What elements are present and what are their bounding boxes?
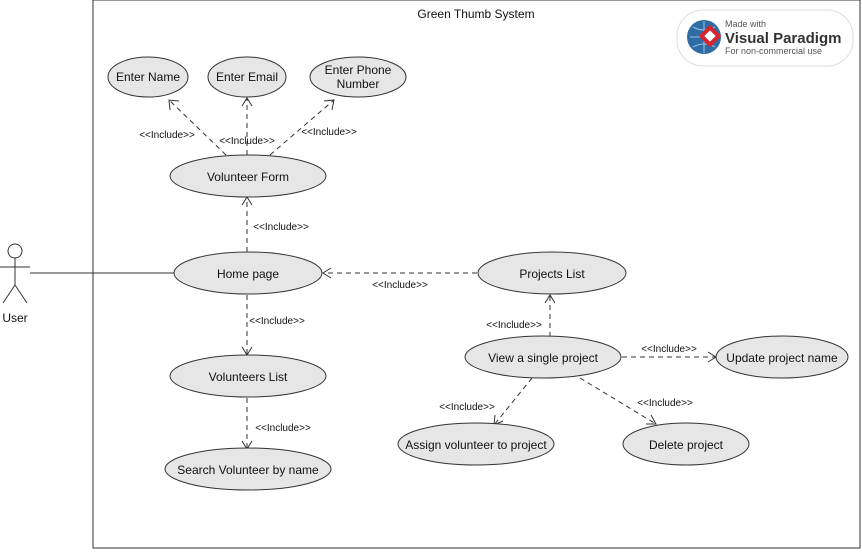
actor-head bbox=[7, 243, 23, 259]
use-case-label: Home page bbox=[217, 267, 279, 281]
include-label-search: <<Include>> bbox=[255, 423, 311, 434]
watermark-made-with: Made with bbox=[725, 19, 766, 29]
use-case-search-volunteer[interactable]: Search Volunteer by name bbox=[164, 447, 332, 491]
include-view-delete bbox=[579, 377, 657, 425]
include-label-delete: <<Include>> bbox=[637, 398, 693, 409]
use-case-view-single-project[interactable]: View a single project bbox=[464, 335, 622, 379]
use-case-label: Assign volunteer to project bbox=[405, 438, 547, 452]
include-label-name: <<Include>> bbox=[139, 130, 195, 141]
actor-right-leg bbox=[14, 284, 28, 304]
include-label-phone: <<Include>> bbox=[301, 127, 357, 138]
include-label-update: <<Include>> bbox=[641, 344, 697, 355]
use-case-label: Enter Email bbox=[216, 70, 278, 84]
include-form-email bbox=[241, 97, 253, 155]
include-label-assign: <<Include>> bbox=[439, 402, 495, 413]
include-label-form: <<Include>> bbox=[253, 222, 309, 233]
include-projects-home bbox=[322, 267, 477, 279]
use-case-volunteer-form[interactable]: Volunteer Form bbox=[169, 154, 327, 198]
visual-paradigm-watermark: Made with Visual Paradigm For non-commer… bbox=[676, 9, 854, 67]
actor-user[interactable]: User bbox=[0, 243, 30, 325]
use-case-enter-name[interactable]: Enter Name bbox=[107, 56, 189, 98]
include-label-view-projects: <<Include>> bbox=[486, 320, 542, 331]
use-case-label-line2: Number bbox=[337, 77, 380, 91]
include-form-name bbox=[168, 99, 227, 156]
use-case-label: Delete project bbox=[649, 438, 724, 452]
use-case-enter-email[interactable]: Enter Email bbox=[207, 56, 287, 98]
watermark-brand: Visual Paradigm bbox=[725, 30, 841, 47]
use-case-label: Enter Name bbox=[116, 70, 180, 84]
include-label-projects-home: <<Include>> bbox=[372, 280, 428, 291]
use-case-label: Projects List bbox=[519, 267, 585, 281]
include-view-projects bbox=[544, 294, 556, 337]
use-case-update-project-name[interactable]: Update project name bbox=[715, 335, 849, 379]
actor-label: User bbox=[2, 311, 27, 325]
use-case-assign-volunteer[interactable]: Assign volunteer to project bbox=[397, 422, 555, 466]
use-case-volunteers-list[interactable]: Volunteers List bbox=[169, 354, 327, 398]
watermark-note: For non-commercial use bbox=[725, 46, 822, 56]
use-case-projects-list[interactable]: Projects List bbox=[477, 251, 627, 295]
use-case-label: Update project name bbox=[726, 351, 838, 365]
include-label-volunteers: <<Include>> bbox=[249, 316, 305, 327]
use-case-label-line1: Enter Phone bbox=[325, 63, 392, 77]
use-case-delete-project[interactable]: Delete project bbox=[622, 422, 750, 466]
use-case-label: Volunteer Form bbox=[207, 170, 289, 184]
include-form-phone bbox=[269, 99, 335, 156]
include-label-email: <<Include>> bbox=[219, 136, 275, 147]
use-case-label: Search Volunteer by name bbox=[177, 463, 319, 477]
use-case-home-page[interactable]: Home page bbox=[173, 251, 323, 295]
use-case-label: Volunteers List bbox=[209, 370, 288, 384]
actor-left-leg bbox=[2, 284, 16, 304]
visual-paradigm-logo-icon bbox=[687, 20, 722, 54]
use-case-enter-phone[interactable]: Enter Phone Number bbox=[309, 56, 407, 98]
system-title: Green Thumb System bbox=[417, 7, 534, 21]
use-case-label: View a single project bbox=[488, 351, 599, 365]
